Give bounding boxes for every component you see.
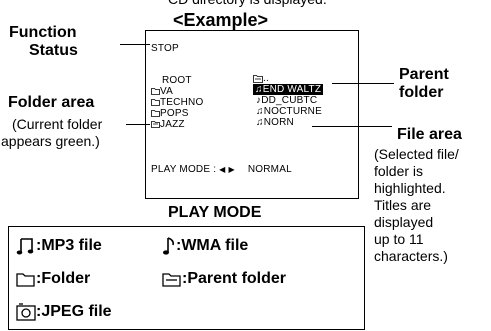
play-mode-right-arrow[interactable]: ▶ [228, 165, 235, 174]
wma-file-icon [163, 237, 174, 255]
file-area-label: File area [397, 126, 462, 143]
function-status-label-1: Function [9, 24, 77, 41]
file-item[interactable]: ♪DD_CUBTC [256, 95, 318, 106]
folder-icon [151, 88, 160, 96]
legend-mp3: :MP3 file [16, 236, 102, 256]
function-status-leader [120, 44, 150, 45]
file-item[interactable]: ♫NOCTURNE [256, 106, 322, 117]
folder-area-label: Folder area [8, 94, 95, 111]
folder-area-leader [126, 124, 150, 125]
folder-icon [16, 273, 35, 287]
mp3-file-icon: ♫ [256, 106, 264, 117]
play-mode-label: PLAY MODE : [151, 164, 217, 175]
folder-icon [151, 99, 160, 107]
folder-item[interactable]: TECHNO [151, 97, 203, 108]
folder-item[interactable]: VA [151, 86, 203, 97]
play-mode-left-arrow[interactable]: ◀ [219, 165, 226, 174]
parent-folder-leader [332, 83, 394, 84]
wma-file-icon: ♪ [256, 95, 262, 106]
example-title: <Example> [173, 10, 269, 30]
parent-folder-icon [253, 74, 263, 83]
file-area-note: (Selected file/ folder is highlighted. T… [374, 146, 459, 264]
display-screen: STOP ROOT VA TECHNO POPS JAZZ .. ♫END WA… [145, 30, 359, 199]
folder-area-note-1: (Current folder [12, 116, 103, 132]
mp3-file-icon [16, 238, 34, 255]
icon-legend: :MP3 file :WMA file :Folder :Parent fold… [8, 226, 365, 330]
parent-folder-icon [162, 273, 181, 287]
play-mode-value: NORMAL [247, 164, 292, 175]
legend-jpeg: :JPEG file [16, 302, 112, 322]
folder-area-note-2: appears green.) [1, 133, 100, 149]
top-caption: CD directory is displayed. [168, 0, 327, 8]
mp3-file-icon: ♫ [256, 117, 264, 128]
play-mode-caption: PLAY MODE [168, 204, 262, 221]
parent-folder-label-2: folder [399, 84, 444, 101]
legend-wma: :WMA file [162, 236, 248, 256]
parent-folder-label-1: Parent [399, 66, 449, 83]
parent-folder-item[interactable]: .. [253, 73, 323, 84]
file-list: .. ♫END WALTZ ♪DD_CUBTC ♫NOCTURNE ♫NORN [253, 73, 324, 128]
folder-icon [151, 110, 160, 118]
function-status: STOP [151, 43, 179, 54]
folder-list: ROOT VA TECHNO POPS JAZZ [151, 75, 203, 130]
parent-folder-icon [151, 121, 160, 129]
folder-item[interactable]: POPS [151, 108, 203, 119]
legend-folder: :Folder [16, 270, 90, 288]
mp3-file-icon: ♫ [255, 84, 263, 95]
jpeg-file-icon [16, 303, 36, 321]
folder-item[interactable]: JAZZ [151, 119, 203, 130]
file-item[interactable]: ♫NORN [256, 117, 294, 128]
function-status-label-2: Status [29, 42, 78, 59]
file-item-selected[interactable]: ♫END WALTZ [253, 84, 324, 95]
legend-parent-folder: :Parent folder [162, 270, 286, 288]
file-area-leader [312, 126, 392, 127]
folder-root[interactable]: ROOT [162, 75, 192, 86]
play-mode-row: PLAY MODE : ◀ ▶ NORMAL [151, 164, 292, 175]
